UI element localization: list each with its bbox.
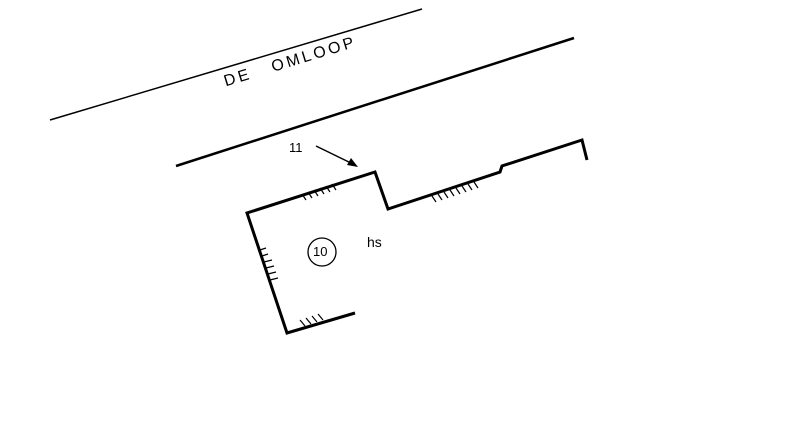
- annotation-label: hs: [367, 234, 382, 250]
- building-outline: [245, 138, 589, 335]
- pointer-arrow: [315, 145, 356, 166]
- street-edge-north: [49, 8, 423, 121]
- street-edge-south: [175, 36, 575, 168]
- neighbor-number-label: 11: [289, 140, 303, 155]
- wall-hatching: [259, 181, 479, 327]
- parcel-number-circle: [307, 237, 337, 267]
- arrowhead-icon: [347, 158, 358, 167]
- parcel-number-label: 10: [313, 244, 328, 259]
